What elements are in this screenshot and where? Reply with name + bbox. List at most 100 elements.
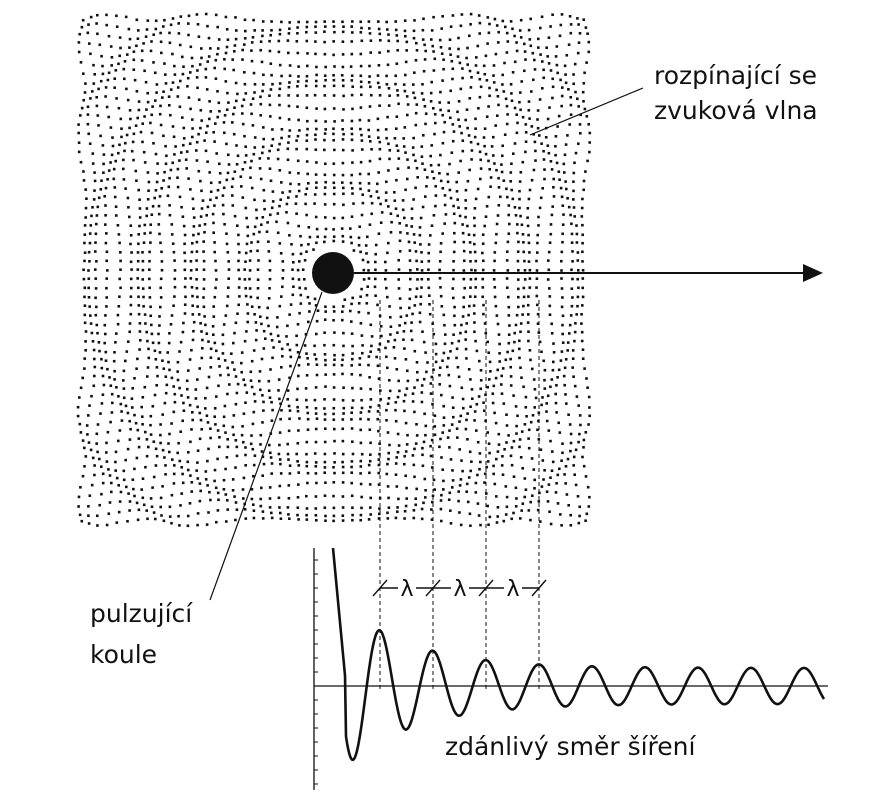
particle (87, 441, 91, 444)
particle (388, 149, 392, 152)
particle (359, 250, 362, 254)
particle (154, 189, 158, 192)
particle (181, 72, 185, 76)
particle (527, 509, 531, 512)
particle (287, 497, 291, 500)
particle (292, 261, 295, 264)
particle (369, 350, 372, 353)
particle (378, 507, 381, 510)
particle (332, 40, 335, 43)
particle (556, 502, 560, 505)
particle (535, 277, 539, 280)
particle (305, 460, 309, 464)
particle (569, 23, 573, 26)
particle (324, 162, 327, 166)
particle (315, 107, 318, 110)
particle (510, 463, 514, 467)
particle (469, 524, 472, 527)
particle (149, 314, 152, 318)
particle (520, 80, 523, 83)
particle (564, 465, 568, 468)
particle (581, 295, 585, 299)
particle (215, 278, 218, 281)
particle (545, 410, 548, 413)
particle (484, 215, 488, 218)
particle (332, 466, 335, 469)
particle (93, 171, 96, 174)
particle (509, 20, 513, 23)
particle (561, 332, 564, 336)
particle (548, 106, 551, 109)
particle (137, 295, 140, 299)
particle (183, 303, 187, 306)
particle (227, 277, 230, 280)
particle (461, 76, 464, 80)
particle (393, 338, 397, 342)
particle (315, 481, 318, 485)
particle (395, 368, 399, 371)
particle (389, 212, 393, 215)
particle (501, 73, 504, 77)
particle (117, 62, 120, 66)
particle (528, 277, 532, 280)
particle (308, 310, 311, 313)
particle (253, 225, 257, 229)
particle (428, 294, 431, 297)
particle (460, 386, 464, 390)
particle (226, 295, 230, 298)
particle (469, 23, 472, 26)
particle (296, 159, 300, 163)
particle (241, 168, 245, 171)
particle (536, 241, 539, 245)
particle (566, 197, 569, 200)
particle (171, 458, 174, 461)
particle (323, 418, 327, 421)
particle (449, 116, 452, 120)
particle (434, 360, 438, 364)
particle (515, 497, 518, 500)
particle (548, 287, 551, 290)
particle (162, 179, 165, 182)
particle (130, 286, 133, 290)
particle (515, 131, 519, 135)
particle (208, 171, 211, 174)
particle (550, 168, 554, 171)
particle (230, 185, 234, 189)
particle (138, 322, 142, 325)
particle (251, 447, 255, 451)
particle (556, 71, 559, 75)
particle (411, 146, 415, 149)
particle (253, 198, 256, 202)
particle (509, 375, 513, 378)
particle (202, 268, 206, 271)
particle (377, 463, 381, 467)
particle (410, 207, 414, 211)
particle (368, 75, 371, 78)
particle (276, 212, 280, 215)
particle (432, 478, 436, 482)
particle (415, 434, 419, 437)
particle (496, 95, 500, 98)
particle (313, 353, 316, 356)
particle (315, 332, 318, 336)
particle (515, 41, 518, 44)
particle (340, 74, 344, 77)
particle (389, 316, 392, 319)
particle (505, 424, 509, 427)
particle (367, 355, 371, 358)
particle (268, 103, 272, 107)
particle (420, 260, 424, 263)
particle (524, 123, 528, 126)
particle (386, 517, 390, 520)
particle (547, 429, 551, 432)
particle (361, 258, 365, 262)
particle (429, 91, 433, 95)
particle (117, 305, 121, 308)
particle (98, 43, 102, 47)
particle (464, 199, 467, 202)
particle (222, 488, 226, 491)
particle (151, 405, 155, 408)
particle (470, 158, 473, 161)
particle (532, 468, 536, 471)
particle (191, 242, 194, 245)
